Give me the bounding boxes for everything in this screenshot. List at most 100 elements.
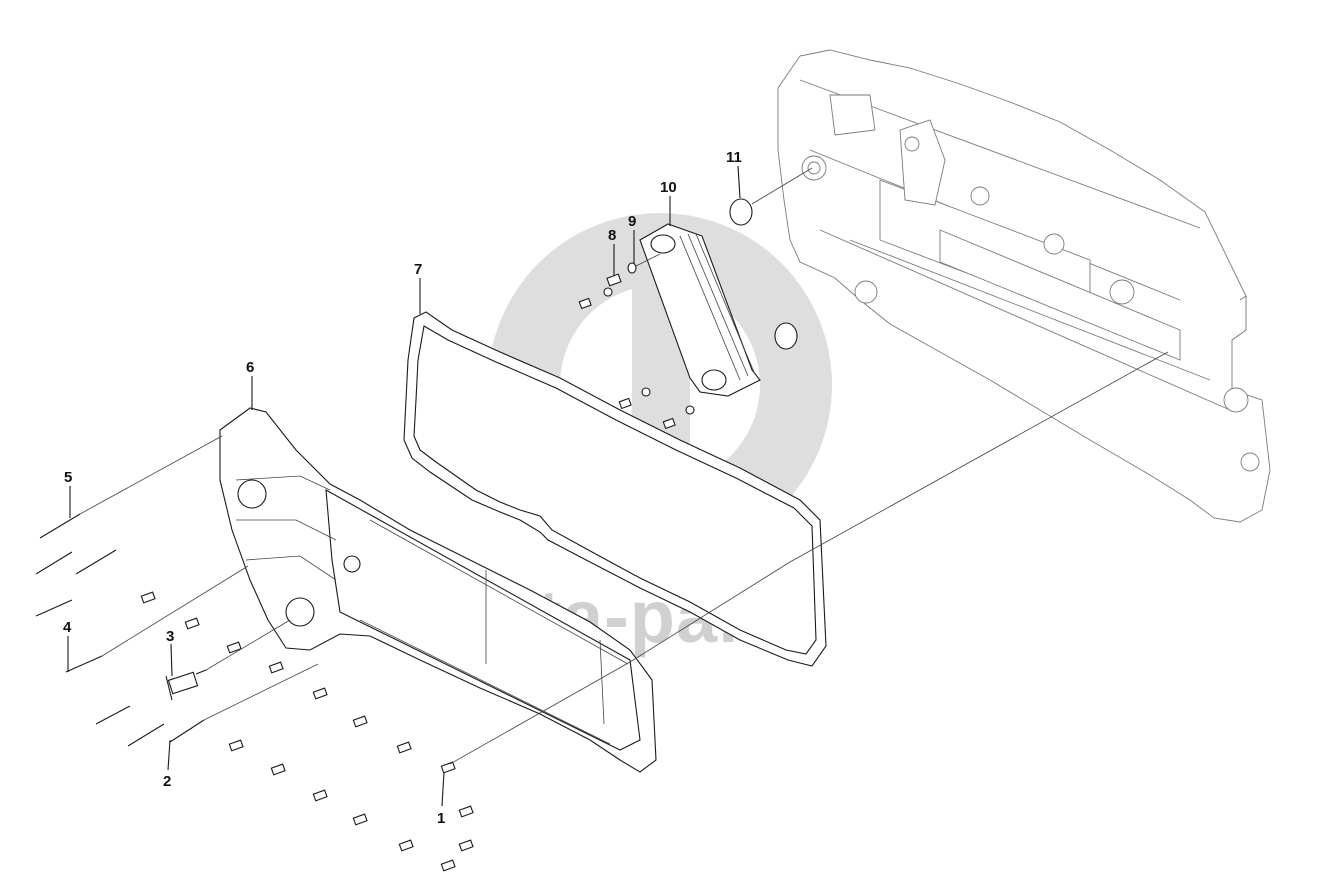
- o-ring-loose: [774, 322, 798, 350]
- callout-3: 3: [166, 628, 174, 645]
- short-bolt-n: [458, 805, 474, 818]
- engine-block-channel-2: [939, 229, 1181, 361]
- guide-line-5: [79, 435, 223, 515]
- leader-2: [167, 739, 171, 771]
- oil-cooler-port-top: [650, 234, 676, 254]
- guide-line-3: [205, 619, 291, 671]
- cover-boss-1: [343, 555, 361, 573]
- short-bolt-k: [352, 813, 368, 826]
- engine-block-port-3: [1109, 279, 1135, 305]
- bolt-4-c: [127, 723, 165, 747]
- short-bolt-j: [312, 789, 328, 802]
- sensor-body: [167, 671, 199, 695]
- cooler-washer-b: [685, 405, 695, 415]
- gasket-inner: [413, 325, 817, 655]
- sensor-part-3: [165, 669, 207, 701]
- callout-1: 1: [437, 810, 445, 827]
- engine-block-port-2: [854, 280, 878, 304]
- engine-block-port-5: [1043, 233, 1065, 255]
- fitting-part-8: [606, 273, 622, 287]
- callout-10: 10: [660, 179, 677, 196]
- oil-cooler-fin-3: [695, 233, 755, 373]
- guide-line-1: [449, 351, 1169, 765]
- engine-block-port-7: [970, 186, 990, 206]
- callout-labels: 1 2 3 4 5 6 7 8 9 10 11: [63, 149, 742, 827]
- sensor-wing: [165, 675, 173, 701]
- cover-port-upper: [237, 479, 267, 509]
- gasket-part-7: [403, 311, 827, 667]
- short-bolt-b: [184, 617, 200, 630]
- leader-3: [170, 643, 173, 677]
- callout-4: 4: [63, 619, 72, 636]
- cooler-washer-a: [641, 387, 651, 397]
- cover-rib-2: [236, 519, 337, 541]
- engine-block-boss-1: [829, 94, 876, 136]
- oil-cooler-port-bottom: [701, 369, 727, 391]
- leader-1: [441, 771, 445, 807]
- short-bolt-a: [140, 591, 156, 604]
- cover-raised-section: [325, 489, 641, 751]
- watermark-logo-cut: [570, 340, 632, 376]
- short-bolt-i: [270, 763, 286, 776]
- bolt-4: [65, 655, 103, 673]
- washer-8b: [603, 287, 613, 297]
- guide-line-9: [635, 253, 661, 267]
- cover-port-lower: [285, 597, 315, 627]
- cover-rib-3: [245, 555, 337, 581]
- short-bolt-o: [458, 839, 474, 852]
- oil-cooler-body: [639, 223, 761, 397]
- engine-block-rear-lug: [1231, 295, 1247, 341]
- engine-block-port-1-inner: [807, 161, 821, 175]
- callout-11: 11: [726, 149, 742, 166]
- short-bolt-d: [268, 661, 284, 674]
- guide-line-11: [751, 167, 813, 205]
- guide-line-2: [203, 663, 319, 721]
- callout-5: 5: [64, 469, 72, 486]
- long-bolts: [35, 513, 205, 747]
- callout-8: 8: [608, 227, 616, 244]
- short-bolt-g: [396, 741, 412, 754]
- cooler-bolt-a: [578, 297, 592, 310]
- bolt-5-d: [35, 599, 73, 617]
- oil-cooler-part-10: [639, 223, 761, 397]
- oil-cooler-fin-2: [687, 233, 749, 377]
- callout-7: 7: [414, 261, 422, 278]
- guide-line-4: [101, 565, 249, 657]
- short-bolt-c: [226, 641, 242, 654]
- callout-6: 6: [246, 359, 254, 376]
- o-ring-part-11: [729, 198, 753, 226]
- short-bolt-f: [352, 715, 368, 728]
- cover-edge-2: [359, 619, 611, 745]
- engine-block-port-4: [1223, 387, 1249, 413]
- short-bolt-h: [228, 739, 244, 752]
- short-bolt-p: [440, 859, 456, 872]
- callout-2: 2: [163, 773, 171, 790]
- assembly-lines: [79, 167, 1169, 765]
- bolt-5-b: [35, 551, 73, 575]
- cover-rib-1: [235, 475, 331, 491]
- engine-block: [777, 49, 1271, 523]
- bolt-5-c: [75, 549, 117, 575]
- engine-block-rib-low: [819, 229, 1231, 411]
- bolt-5: [39, 513, 81, 539]
- cover-edge: [369, 519, 629, 665]
- oil-cooler-fin-1: [679, 235, 741, 381]
- bolt-4-b: [95, 705, 131, 725]
- short-bolts: [140, 591, 474, 872]
- callout-9: 9: [628, 213, 636, 230]
- leader-11: [737, 165, 741, 199]
- sensor-tip: [195, 669, 207, 675]
- short-bolt-m: [440, 761, 456, 774]
- engine-block-port-6: [1240, 452, 1260, 472]
- short-bolt-l: [398, 839, 414, 852]
- engine-block-rib-4: [849, 239, 1211, 381]
- engine-block-port-8: [904, 136, 920, 152]
- callout-leaders: [67, 165, 741, 807]
- cooler-bolt-c: [662, 417, 676, 430]
- bolt-2-pin: [169, 719, 205, 743]
- washer-part-9: [627, 262, 637, 274]
- cooler-cover-part-6: [219, 407, 657, 773]
- cover-channel-2: [599, 639, 605, 725]
- short-bolt-e: [312, 687, 328, 700]
